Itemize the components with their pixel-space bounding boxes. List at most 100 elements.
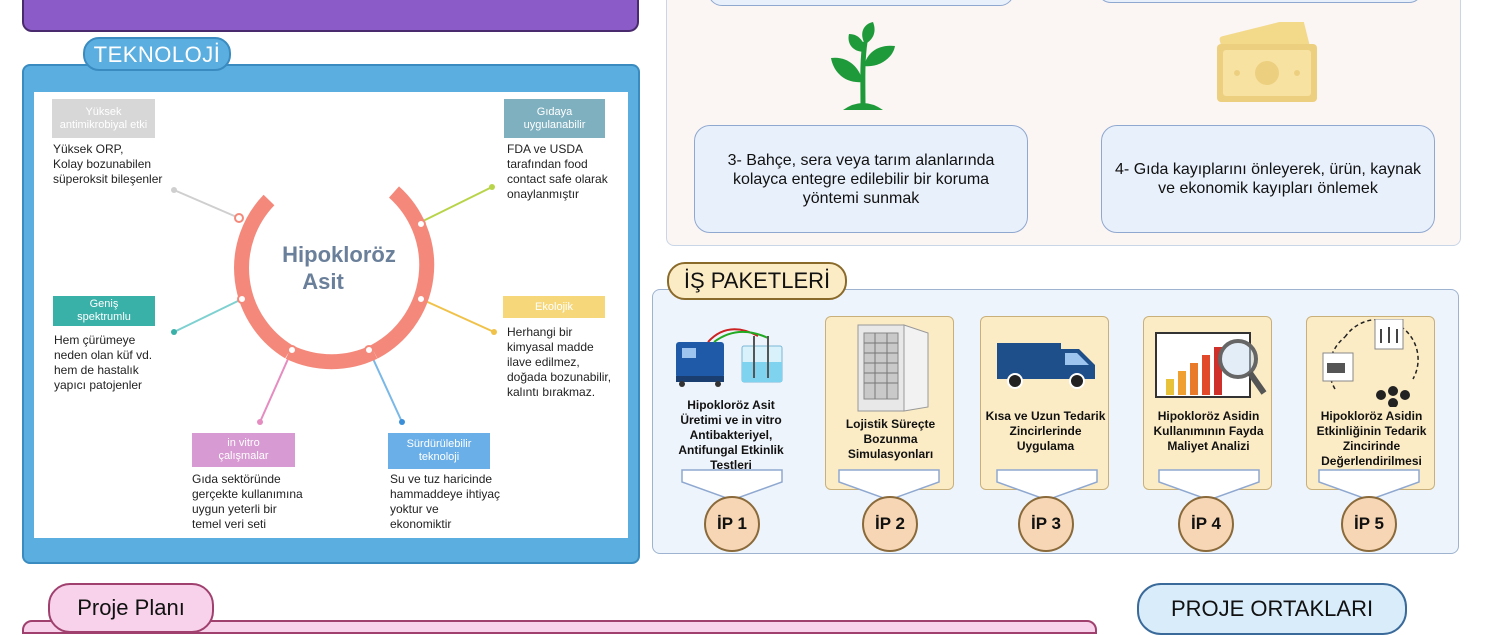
work-packages-title: İŞ PAKETLERİ (667, 262, 847, 300)
connector-surdurulebilir (368, 349, 403, 423)
label-antimikrobiyal: Yüksek antimikrobiyal etki (52, 99, 155, 138)
seedling-icon (831, 22, 895, 110)
wp3-text: Kısa ve Uzun Tedarik Zincirlerinde Uygul… (985, 409, 1106, 453)
wp5-card: Hipokloröz Asidin Etkinliğinin Tedarik Z… (1306, 316, 1435, 490)
label-line1: Ekolojik (535, 300, 573, 313)
desc-line: Yüksek ORP, (53, 142, 124, 156)
desc-line: temel veri seti (192, 517, 267, 531)
top-banner (22, 0, 639, 32)
desc-line: kimyasal madde (507, 340, 594, 354)
desc-line: hammaddeye ihtiyaç (390, 487, 501, 501)
desc-line: neden olan küf vd. (54, 348, 153, 362)
label-invitro: in vitro çalışmalar (192, 433, 295, 467)
chevron-3 (996, 469, 1098, 501)
desc-line: ilave edilmez, (507, 355, 580, 369)
desc-line: FDA ve USDA (507, 142, 584, 156)
chevron-2 (838, 469, 940, 501)
goal-3-text: 3- Bahçe, sera veya tarım alanlarında ko… (727, 151, 995, 207)
connector-dot (491, 329, 497, 335)
desc-line: tarafından food (507, 157, 588, 171)
desc-line: yoktur ve (390, 502, 439, 516)
wp2-card: Lojistik Süreçte Bozunma Simulasyonları (825, 316, 954, 490)
desc-line: süperoksit bileşenler (53, 172, 163, 186)
project-plan-title: Proje Planı (48, 583, 214, 633)
label-genis: Geniş spektrumlu (53, 296, 155, 326)
desc-invitro: Gıda sektöründe gerçekte kullanımına uyg… (192, 472, 332, 532)
center-line1: Hipokloröz (282, 242, 396, 267)
desc-line: ekonomiktir (390, 517, 452, 531)
connector-invitro (259, 349, 293, 423)
chevron-5 (1318, 469, 1420, 501)
wp2-circle: İP 2 (862, 496, 918, 552)
wp2-text: Lojistik Süreçte Bozunma Simulasyonları (845, 417, 936, 461)
wp4-circle: İP 4 (1178, 496, 1234, 552)
ring-arc-left (234, 194, 293, 359)
project-partners-title: PROJE ORTAKLARI (1137, 583, 1407, 635)
label-line1: Gıdaya (536, 105, 573, 118)
hipokloroz-ring-diagram: Hipokloröz Asit (171, 184, 497, 425)
desc-line: gerçekte kullanımına (192, 487, 303, 501)
label-line2: spektrumlu (77, 311, 131, 323)
ring-arc-bottom (285, 345, 378, 370)
desc-line: Herhangi bir (507, 325, 573, 339)
connector-ekolojik (420, 298, 495, 333)
ring-node (416, 294, 426, 304)
connector-dot (399, 419, 405, 425)
connector-dot (489, 184, 495, 190)
chevron-4 (1158, 469, 1260, 501)
label-ekolojik: Ekolojik (503, 296, 605, 318)
label-line1: in vitro (227, 437, 260, 449)
ring-node (416, 219, 426, 229)
desc-ekolojik: Herhangi bir kimyasal madde ilave edilme… (507, 325, 627, 400)
desc-line: Hem çürümeye (54, 333, 136, 347)
desc-line: uygun yeterli bir (192, 502, 277, 516)
wp1-circle: İP 1 (704, 496, 760, 552)
ring-node (287, 345, 297, 355)
label-line2: çalışmalar (218, 450, 269, 462)
wp4-card: Hipokloröz Asidin Kullanımının Fayda Mal… (1143, 316, 1272, 490)
desc-line: Su ve tuz haricinde (390, 472, 493, 486)
label-gida: Gıdaya uygulanabilir (504, 99, 605, 138)
label-line2: antimikrobiyal etki (59, 118, 148, 131)
goal-4-text: 4- Gıda kayıplarını önleyerek, ürün, kay… (1115, 161, 1421, 197)
desc-surdurulebilir: Su ve tuz haricinde hammaddeye ihtiyaç y… (390, 472, 520, 532)
ring-node (237, 294, 247, 304)
wp1-text: Hipokloröz Asit Üretimi ve in vitro Anti… (678, 398, 784, 472)
label-line1: Geniş (89, 298, 119, 310)
connector-dot (171, 329, 177, 335)
connector-genis (173, 298, 243, 333)
desc-line: contact safe olarak (507, 172, 608, 186)
label-surdurulebilir: Sürdürülebilir teknoloji (388, 433, 490, 469)
goal-4-box: 4- Gıda kayıplarını önleyerek, ürün, kay… (1101, 125, 1435, 233)
label-line2: uygulanabilir (523, 118, 586, 131)
ring-node (234, 213, 244, 223)
desc-line: doğada bozunabilir, (507, 370, 612, 384)
desc-line: Gıda sektöründe (192, 472, 281, 486)
desc-line: kalıntı bırakmaz. (507, 385, 596, 399)
desc-line: hem de hastalık (54, 363, 139, 377)
delivery-van-icon (997, 343, 1095, 389)
connector-gida (420, 186, 493, 223)
storage-cabinet-icon (857, 324, 929, 412)
wp4-text: Hipokloröz Asidin Kullanımının Fayda Mal… (1153, 409, 1264, 453)
wp1-card: Hipokloröz Asit Üretimi ve in vitro Anti… (668, 316, 794, 490)
label-line1: Yüksek (85, 105, 122, 118)
desc-line: yapıcı patojenler (54, 378, 143, 392)
bar-chart-magnifier-icon (1155, 332, 1267, 398)
ring-arc-right (370, 186, 435, 359)
desc-antimikrobiyal: Yüksek ORP, Kolay bozunabilen süperoksit… (53, 142, 193, 187)
wp-chevrons (681, 469, 1420, 501)
label-line2: teknoloji (418, 451, 460, 463)
connector-dot (171, 187, 177, 193)
teknoloji-title: TEKNOLOJİ (83, 37, 231, 71)
label-line1: Sürdürülebilir (406, 438, 472, 450)
goal-box-2-bottom (1097, 0, 1423, 3)
chevron-1 (681, 469, 783, 501)
wp5-circle: İP 5 (1341, 496, 1397, 552)
goal-box-1-bottom (708, 0, 1014, 6)
wp3-circle: İP 3 (1018, 496, 1074, 552)
center-line2: Asit (302, 269, 344, 294)
desc-gida: FDA ve USDA tarafından food contact safe… (507, 142, 627, 202)
desc-genis: Hem çürümeye neden olan küf vd. hem de h… (54, 333, 184, 393)
supply-chain-cycle-icon (1322, 319, 1419, 407)
